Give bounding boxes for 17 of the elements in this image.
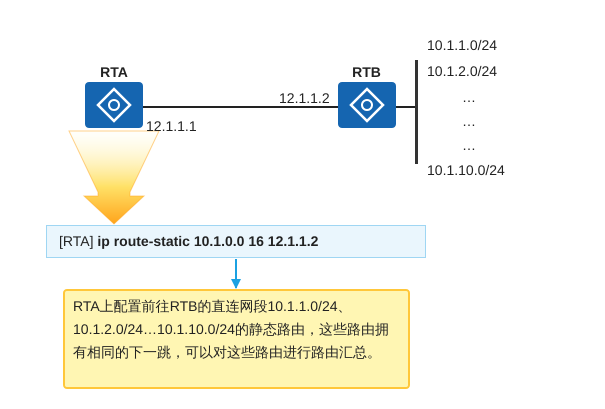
ip-address: 12.1.1.2 bbox=[279, 89, 330, 107]
network-label: 10.1.2.0/24 bbox=[427, 62, 498, 80]
note-box: RTA上配置前往RTB的直连网段10.1.1.0/24、10.1.2.0/24…10.1.10.0/24的静态路由，这些路由拥有相同的下一跳，可以对这些路由进行路由汇总。 bbox=[63, 289, 410, 389]
link-line bbox=[395, 106, 415, 108]
network-label: … bbox=[462, 88, 476, 106]
arrow bbox=[68, 130, 160, 225]
network-label: … bbox=[462, 112, 476, 130]
network-label: … bbox=[462, 136, 476, 154]
network-label: 10.1.1.0/24 bbox=[427, 36, 498, 54]
arrow bbox=[231, 259, 241, 289]
command-box: [RTA] ip route-static 10.1.0.0 16 12.1.1.2 bbox=[46, 225, 426, 258]
link-line bbox=[143, 106, 338, 108]
ip-address: 12.1.1.1 bbox=[146, 117, 197, 135]
router-label: RTB bbox=[352, 63, 381, 82]
router-label: RTA bbox=[100, 63, 128, 82]
network-label: 10.1.10.0/24 bbox=[427, 161, 505, 179]
bus-line bbox=[415, 60, 418, 164]
